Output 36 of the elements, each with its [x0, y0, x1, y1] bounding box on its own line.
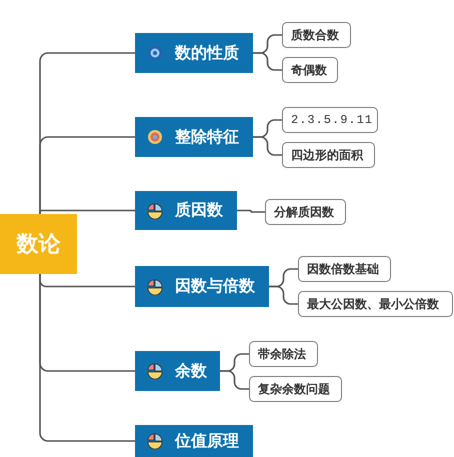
subtopic-label: 复杂余数问题	[258, 380, 330, 398]
subtopic-label: 质数合数	[291, 26, 339, 44]
topic-box	[135, 351, 220, 391]
topic-box	[135, 425, 253, 457]
subtopic-box	[282, 142, 375, 168]
subtopic-box	[249, 376, 342, 402]
topic-label: 因数与倍数	[175, 276, 255, 297]
topic-label: 余数	[175, 360, 207, 382]
connector-line	[237, 210, 265, 213]
subtopic-box	[249, 341, 318, 367]
subtopic-label: 因数倍数基础	[307, 260, 379, 278]
connector-line	[39, 136, 135, 214]
root-label: 数论	[16, 231, 60, 259]
connector-line	[39, 274, 135, 442]
subtopic-box	[298, 291, 453, 317]
root-topic	[0, 214, 77, 274]
topic-box	[135, 117, 253, 157]
subtopic-box	[282, 57, 338, 83]
connector-line	[39, 210, 135, 214]
topic-box	[135, 266, 269, 307]
subtopic-label: 带余除法	[258, 346, 306, 362]
topic-label: 数的性质	[175, 42, 239, 64]
subtopic-box	[282, 22, 351, 48]
subtopic-label: 最大公因数、最小公倍数	[307, 296, 439, 312]
topic-label: 位值原理	[175, 430, 239, 452]
subtopic-label: 分解质因数	[274, 204, 334, 220]
subtopic-box	[298, 256, 391, 282]
topic-label: 质因数	[175, 200, 223, 221]
topic-box	[135, 33, 253, 73]
subtopic-box	[282, 107, 378, 133]
topic-box	[135, 191, 237, 230]
subtopic-label: 2.3.5.9.11	[291, 113, 374, 127]
subtopic-label: 四边形的面积	[291, 146, 363, 164]
subtopic-box	[265, 199, 346, 225]
subtopic-label: 奇偶数	[291, 62, 327, 78]
topic-label: 整除特征	[175, 126, 239, 148]
